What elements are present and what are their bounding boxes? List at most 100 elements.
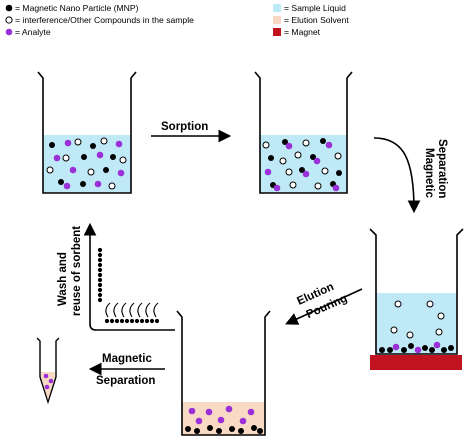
svg-text:Wash and: Wash and bbox=[57, 252, 69, 306]
analyte-particle bbox=[63, 182, 71, 190]
mnp-particle bbox=[441, 347, 447, 353]
mnp-particle bbox=[58, 179, 64, 185]
interference-particle bbox=[437, 312, 445, 320]
svg-text:reuse of sorbent: reuse of sorbent bbox=[71, 226, 83, 316]
analyte-particle bbox=[264, 168, 272, 176]
elution-step: Elution Pouring bbox=[285, 281, 363, 325]
interference-particle bbox=[87, 168, 95, 176]
sample-liquid-fill bbox=[376, 293, 457, 354]
beaker-sample-with-mnp bbox=[37, 71, 137, 194]
interference-particle bbox=[74, 138, 82, 146]
drying-flames-icon bbox=[105, 302, 159, 318]
legend-item-analyte: = Analyte bbox=[5, 27, 51, 37]
particles bbox=[46, 137, 127, 190]
mnp-particle bbox=[104, 318, 110, 324]
interference-particle bbox=[119, 156, 127, 164]
elution-arrow-icon bbox=[285, 288, 363, 325]
legend: = Magnetic Nano Particle (MNP) = interfe… bbox=[5, 3, 349, 37]
mnp-particle bbox=[257, 428, 263, 434]
interference-symbol-icon bbox=[5, 16, 13, 24]
mnp-particle bbox=[154, 318, 160, 324]
interference-particle bbox=[394, 300, 402, 308]
mnp-particle bbox=[119, 318, 125, 324]
analyte-particle bbox=[302, 170, 310, 178]
interference-particle bbox=[62, 154, 70, 162]
analyte-particle bbox=[313, 157, 321, 165]
interference-particle bbox=[321, 167, 329, 175]
mnp-particle bbox=[207, 425, 213, 431]
analyte-particle bbox=[225, 405, 233, 413]
mnp-particle bbox=[90, 143, 96, 149]
interference-particle bbox=[279, 157, 287, 165]
sample-liquid-swatch-icon bbox=[273, 4, 281, 12]
analyte-particle bbox=[247, 408, 255, 416]
analyte-particle bbox=[53, 154, 61, 162]
mnp-particle bbox=[144, 318, 150, 324]
interference-particle bbox=[334, 152, 342, 160]
analyte-particle bbox=[94, 180, 102, 188]
mnp-particle bbox=[408, 343, 414, 349]
analyte-particle bbox=[69, 166, 77, 174]
analyte-particle bbox=[117, 169, 125, 177]
wash-reuse-arrow-icon bbox=[83, 222, 175, 331]
beaker-elution bbox=[176, 310, 271, 436]
svg-text:Separation: Separation bbox=[436, 139, 448, 198]
interference-particle bbox=[46, 166, 54, 174]
mnp-particle bbox=[401, 347, 407, 353]
interference-particle bbox=[289, 181, 297, 189]
legend-label-magnet: = Magnet bbox=[284, 27, 321, 37]
mnp-particle bbox=[139, 318, 145, 324]
beaker-after-sorption bbox=[254, 71, 353, 194]
legend-item-sample-liquid: = Sample Liquid bbox=[273, 3, 346, 13]
mnp-particle bbox=[320, 138, 326, 144]
recovered-mnp-row bbox=[104, 318, 160, 324]
mnp-particle bbox=[238, 428, 244, 434]
particles bbox=[262, 138, 342, 192]
legend-label-elution-solvent: = Elution Solvent bbox=[284, 15, 349, 25]
mnp-particle bbox=[103, 167, 109, 173]
legend-label-sample-liquid: = Sample Liquid bbox=[284, 3, 346, 13]
legend-label-analyte: = Analyte bbox=[15, 27, 51, 37]
mnp-symbol-icon bbox=[5, 4, 13, 12]
beaker-outline bbox=[369, 228, 464, 355]
mnp-particle bbox=[216, 428, 222, 434]
mnp-particle bbox=[97, 297, 103, 303]
magnetic-separation-label-2-line2: Separation bbox=[96, 375, 155, 387]
mnp-particle bbox=[299, 167, 305, 173]
interference-particle bbox=[100, 137, 108, 145]
interference-particle bbox=[406, 331, 414, 339]
analyte-symbol-icon bbox=[5, 28, 13, 36]
legend-label-interference: = interference/Other Compounds in the sa… bbox=[15, 15, 194, 25]
mnp-particle bbox=[129, 318, 135, 324]
sorption-label: Sorption bbox=[161, 121, 208, 133]
magnetic-separation-label-2-line1: Magnetic bbox=[102, 353, 152, 365]
analyte-particle bbox=[43, 373, 49, 379]
analyte-particle bbox=[96, 151, 104, 159]
mnp-particle bbox=[97, 277, 103, 283]
analyte-particle bbox=[64, 139, 72, 147]
analyte-particle bbox=[414, 346, 422, 354]
beaker-outline bbox=[254, 71, 353, 194]
analyte-particle bbox=[205, 408, 213, 416]
magnet-swatch-icon bbox=[273, 28, 281, 36]
mnp-particle bbox=[422, 345, 428, 351]
mnp-particle bbox=[80, 181, 86, 187]
elution-solvent-swatch-icon bbox=[273, 16, 281, 24]
mnp-particle bbox=[429, 347, 435, 353]
mnp-particle bbox=[185, 426, 191, 432]
mnp-particle bbox=[97, 262, 103, 268]
magnetic-separation-arrow-icon bbox=[373, 137, 421, 214]
mnp-particle bbox=[387, 347, 393, 353]
magnetic-separation-label-1: Magnetic Separation bbox=[423, 139, 448, 198]
analyte-particle bbox=[195, 417, 203, 425]
interference-particle bbox=[390, 326, 398, 334]
interference-particle bbox=[108, 182, 116, 190]
mnp-particle bbox=[336, 170, 342, 176]
interference-particle bbox=[435, 328, 443, 336]
legend-item-magnet: = Magnet bbox=[273, 27, 321, 37]
mnp-particle bbox=[81, 154, 87, 160]
legend-label-mnp: = Magnetic Nano Particle (MNP) bbox=[15, 3, 139, 13]
mnp-particle bbox=[379, 347, 385, 353]
